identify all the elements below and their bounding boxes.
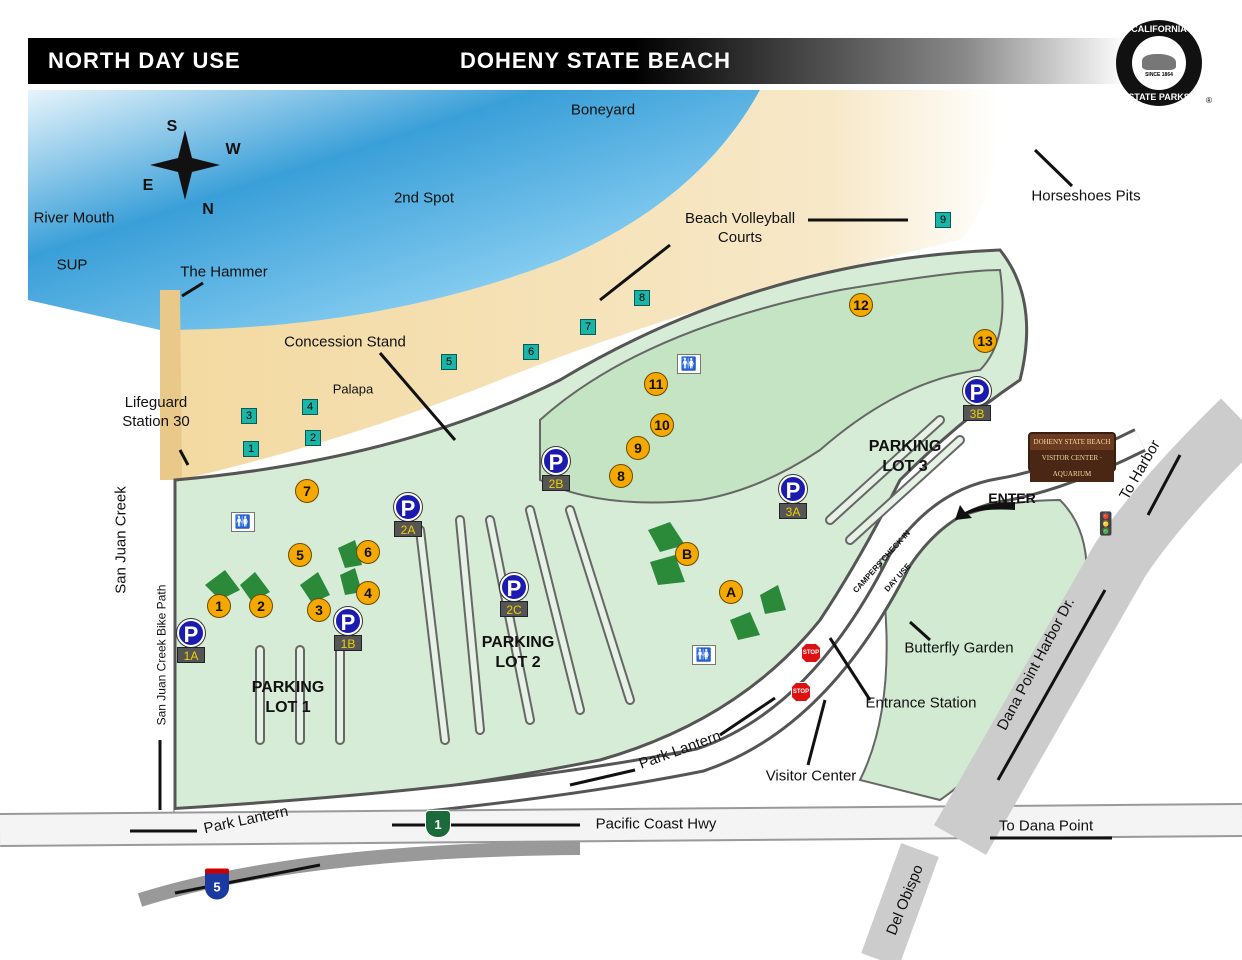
compass-n: N: [202, 201, 214, 218]
label-enter: ENTER: [988, 490, 1036, 506]
label-the-hammer: The Hammer: [180, 263, 268, 281]
label-horseshoes-pits: Horseshoes Pits: [1031, 187, 1141, 205]
label-sup: SUP: [56, 256, 88, 274]
ocean: [28, 90, 760, 330]
sign-line-2: VISITOR CENTER · AQUARIUM: [1030, 450, 1114, 482]
enter-arrow: [955, 502, 1015, 520]
restroom-icon: 🚻: [677, 354, 701, 374]
label-to-dana-point: To Dana Point: [998, 817, 1094, 835]
label-parking-lot-3: PARKING LOT 3: [868, 438, 942, 475]
river-sandbar: [160, 290, 182, 480]
dana-point-harbor-dr: [933, 398, 1242, 855]
volleyball-court-7: 7: [580, 319, 596, 335]
picnic-site-3: 3: [307, 598, 331, 622]
volleyball-court-8: 8: [634, 290, 650, 306]
compass-w: W: [225, 141, 241, 158]
header-bar: NORTH DAY USE DOHENY STATE BEACH: [28, 38, 1128, 84]
picnic-site-9: 9: [626, 436, 650, 460]
label-lifeguard-station: Lifeguard Station 30: [122, 394, 190, 430]
label-parking-lot-2: PARKING LOT 2: [481, 634, 555, 671]
picnic-site-2: 2: [249, 594, 273, 618]
restroom-icon: 🚻: [231, 512, 255, 532]
i5-road: [137, 841, 581, 907]
north-green: [539, 268, 1004, 504]
label-river-mouth: River Mouth: [33, 209, 115, 227]
picnic-site-b: B: [675, 542, 699, 566]
visitor-center-sign: DOHENY STATE BEACH VISITOR CENTER · AQUA…: [1028, 432, 1116, 482]
restroom-icon: 🚻: [692, 645, 716, 665]
label-entrance-station: Entrance Station: [865, 694, 977, 712]
logo-top-text: CALIFORNIA: [1131, 24, 1187, 34]
compass-rose: [150, 130, 220, 200]
picnic-site-7: 7: [295, 479, 319, 503]
sign-line-1: DOHENY STATE BEACH: [1033, 438, 1111, 446]
logo-since: SINCE 1864: [1145, 72, 1173, 78]
label-parking-lot-1: PARKING LOT 1: [251, 679, 325, 716]
picnic-site-11: 11: [644, 372, 668, 396]
volleyball-court-3: 3: [241, 408, 257, 424]
volleyball-court-6: 6: [523, 344, 539, 360]
picnic-site-13: 13: [973, 329, 997, 353]
header-left-title: NORTH DAY USE: [48, 48, 241, 73]
picnic-site-8: 8: [609, 464, 633, 488]
del-obispo: [861, 843, 939, 960]
picnic-site-1: 1: [207, 594, 231, 618]
ca-route-1-shield-icon: 1: [425, 810, 451, 838]
label-san-juan-creek: San Juan Creek: [112, 486, 130, 594]
california-state-parks-logo: CALIFORNIA SINCE 1864 STATE PARKS ®: [1116, 20, 1212, 106]
stop-sign-icon: STOP: [801, 643, 821, 663]
compass-s: S: [166, 118, 178, 135]
volleyball-court-4: 4: [302, 399, 318, 415]
label-pacific-coast-hwy: Pacific Coast Hwy: [595, 815, 717, 833]
label-volleyball-courts: Beach Volleyball Courts: [684, 210, 796, 246]
label-bike-path: San Juan Creek Bike Path: [154, 584, 169, 726]
volleyball-court-9: 9: [935, 212, 951, 228]
volleyball-court-1: 1: [243, 441, 259, 457]
picnic-site-6: 6: [356, 540, 380, 564]
stop-sign-icon: STOP: [791, 682, 811, 702]
volleyball-court-5: 5: [441, 354, 457, 370]
bear-icon: [1142, 54, 1176, 70]
logo-bottom-text: STATE PARKS: [1128, 92, 1190, 102]
picnic-site-a: A: [719, 580, 743, 604]
interstate-5-shield-icon: 5: [205, 868, 229, 900]
volleyball-court-2: 2: [305, 430, 321, 446]
shade-structures: [205, 522, 786, 640]
label-2nd-spot: 2nd Spot: [393, 189, 455, 207]
label-boneyard: Boneyard: [570, 101, 636, 119]
compass-e: E: [142, 177, 154, 194]
picnic-site-5: 5: [288, 543, 312, 567]
header-title: DOHENY STATE BEACH: [460, 48, 732, 73]
label-concession-stand: Concession Stand: [284, 333, 406, 351]
picnic-site-12: 12: [849, 293, 873, 317]
parking-lot-rows-fill: [257, 417, 963, 743]
label-visitor-center: Visitor Center: [765, 767, 857, 785]
beach: [160, 90, 1000, 480]
label-palapa: Palapa: [332, 381, 374, 397]
logo-registered: ®: [1206, 96, 1212, 105]
picnic-site-10: 10: [650, 413, 674, 437]
arrows: [130, 148, 1182, 895]
traffic-light-icon: 🚦: [1092, 511, 1120, 536]
picnic-site-4: 4: [356, 581, 380, 605]
label-butterfly-garden: Butterfly Garden: [904, 639, 1014, 657]
